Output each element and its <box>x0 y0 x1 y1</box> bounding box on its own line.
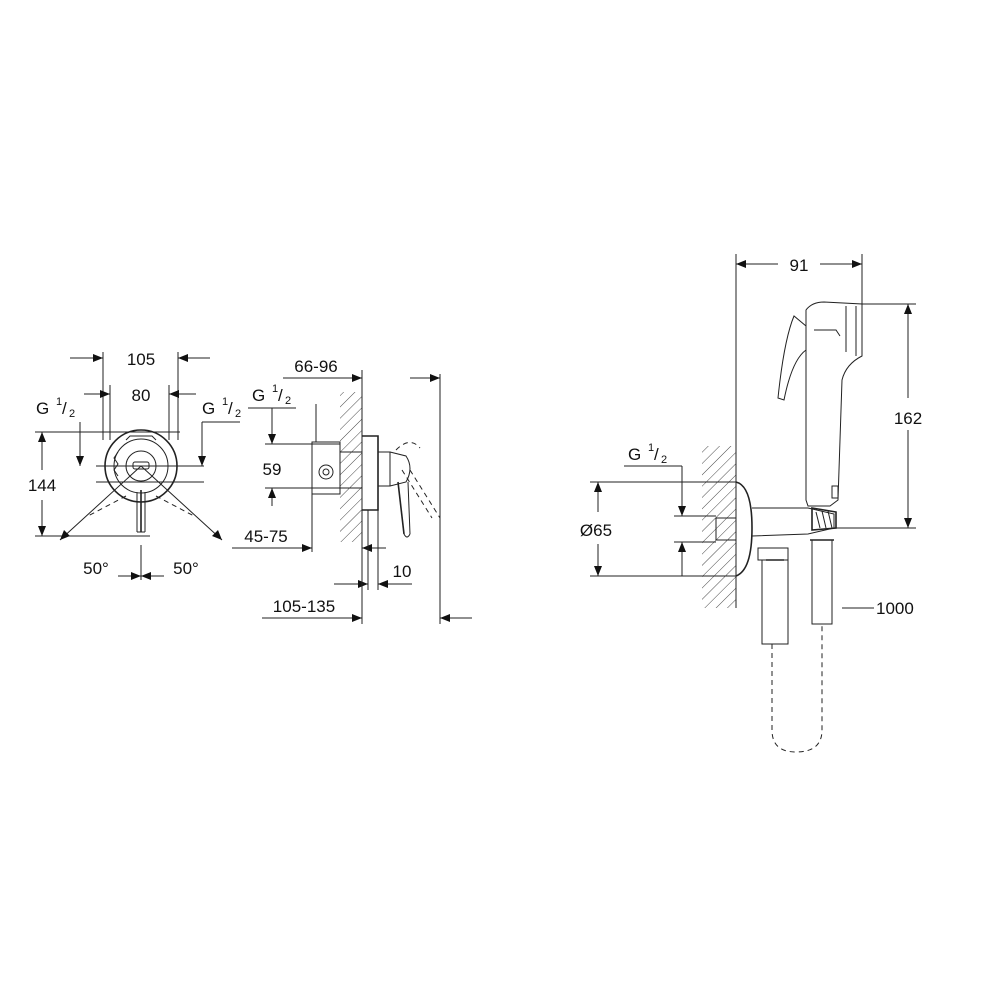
front-lever-rotation-right <box>155 495 195 517</box>
svg-text:/: / <box>654 445 659 464</box>
hose-length-label: 1000 <box>876 599 914 618</box>
svg-text:G: G <box>202 399 215 418</box>
svg-text:/: / <box>278 386 283 405</box>
side-escutcheon <box>362 435 379 511</box>
svg-text:2: 2 <box>285 395 291 407</box>
front-escutcheon-top-detail <box>125 435 157 441</box>
side-thread-label: G 1 / 2 <box>252 383 291 407</box>
svg-text:/: / <box>228 399 233 418</box>
front-width-inner-label: 80 <box>132 386 151 405</box>
side-wall-depth-label: 66-96 <box>294 357 337 376</box>
hand-width-label: 91 <box>790 256 809 275</box>
svg-text:1: 1 <box>56 396 62 408</box>
svg-text:G: G <box>36 399 49 418</box>
hand-height-label: 162 <box>894 409 922 428</box>
hand-shower-handset <box>805 301 863 507</box>
angle-left-label: 50° <box>83 559 109 578</box>
hand-shower-trigger <box>777 315 807 401</box>
hand-thread-label: G 1 / 2 <box>628 442 667 466</box>
hand-shower-view: 91 162 G 1 / 2 Ø65 1000 <box>580 254 922 753</box>
side-lever-rotation <box>409 469 441 519</box>
svg-text:2: 2 <box>69 408 75 420</box>
front-lever-rotation-left <box>87 495 127 517</box>
side-range-small-label: 45-75 <box>244 527 287 546</box>
hand-hose-loop <box>771 624 823 753</box>
angle-right-label: 50° <box>173 559 199 578</box>
side-valve-body <box>311 441 341 495</box>
svg-text:2: 2 <box>235 408 241 420</box>
front-thread-left-label: G 1 / 2 <box>36 396 75 420</box>
svg-text:/: / <box>62 399 67 418</box>
front-escutcheon-left-detail <box>113 451 119 477</box>
svg-text:G: G <box>252 386 265 405</box>
side-total-label: 105-135 <box>273 597 335 616</box>
side-handle <box>389 451 411 487</box>
hand-diameter-label: Ø65 <box>580 521 612 540</box>
side-view: 66-96 G 1 / 2 59 45-75 10 <box>232 357 472 624</box>
svg-text:1: 1 <box>222 396 228 408</box>
svg-text:1: 1 <box>648 442 654 454</box>
svg-text:2: 2 <box>661 454 667 466</box>
front-width-outer-label: 105 <box>127 350 155 369</box>
front-height-label: 144 <box>28 476 56 495</box>
svg-text:1: 1 <box>272 383 278 395</box>
front-thread-right-label: G 1 / 2 <box>202 396 241 420</box>
side-wall <box>340 392 362 542</box>
side-plate-label: 10 <box>393 562 412 581</box>
hand-wall <box>702 446 736 608</box>
side-height-label: 59 <box>263 460 282 479</box>
svg-text:G: G <box>628 445 641 464</box>
front-view: 105 80 G 1 / 2 G 1 / 2 144 <box>28 350 241 580</box>
hand-wall-outlet <box>735 481 753 577</box>
